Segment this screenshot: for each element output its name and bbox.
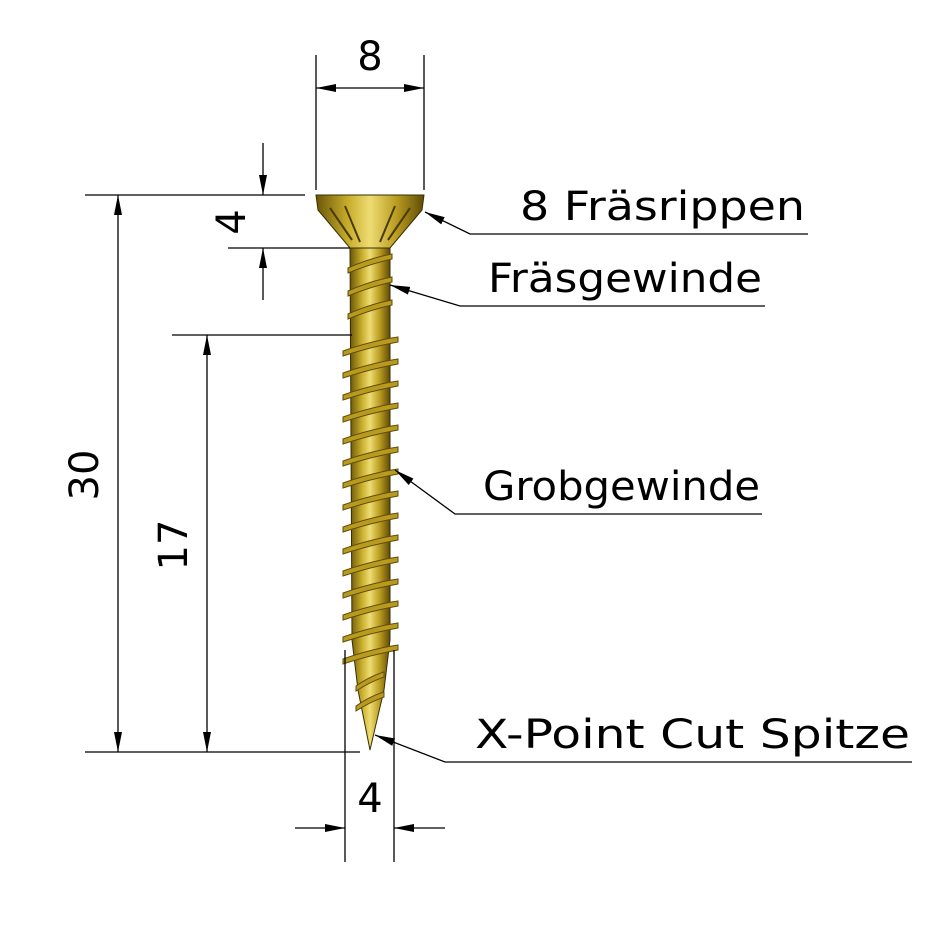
dimension-thread-length: 17 (151, 334, 352, 752)
dimension-head-diameter: 8 (315, 34, 425, 190)
head-ribs (329, 205, 411, 243)
label-tip: X-Point Cut Spitze (475, 712, 910, 758)
thread-ridge (347, 276, 393, 297)
thread-ridge (342, 534, 399, 555)
dimension-head-height: 4 (85, 143, 350, 300)
thread-ridge (342, 424, 399, 445)
thread-ridge (342, 402, 399, 423)
thread-ridges (342, 253, 399, 712)
thread-ridge (342, 512, 399, 533)
thread-ridge (342, 644, 399, 665)
thread-ridge (342, 556, 399, 577)
thread-ridge (342, 578, 399, 599)
dimension-total-length: 30 (62, 195, 360, 753)
thread-ridge (347, 299, 393, 320)
callout-coarse-thread: Grobgewinde (394, 464, 762, 515)
thread-ridge (342, 622, 399, 643)
label-milling-thread: Fräsgewinde (488, 256, 762, 302)
screw (315, 194, 425, 751)
thread-ridge (342, 336, 399, 357)
thread-diameter-value: 4 (357, 776, 382, 822)
callout-milling-thread: Fräsgewinde (389, 256, 765, 307)
thread-ridge (355, 691, 385, 712)
thread-ridge (342, 358, 399, 379)
callout-tip: X-Point Cut Spitze (374, 712, 912, 763)
screw-head (315, 194, 425, 249)
thread-ridge (355, 671, 385, 692)
label-coarse-thread: Grobgewinde (483, 464, 760, 510)
dimension-thread-diameter: 4 (295, 650, 445, 862)
head-height-value: 4 (209, 209, 255, 234)
thread-ridge (342, 600, 399, 621)
thread-ridge (342, 446, 399, 467)
thread-ridge (342, 490, 399, 511)
thread-ridge (342, 380, 399, 401)
head-diameter-value: 8 (357, 34, 382, 80)
label-head-ribs: 8 Fräsrippen (520, 184, 805, 230)
total-length-value: 30 (62, 450, 108, 501)
callout-head-ribs: 8 Fräsrippen (424, 184, 808, 235)
thread-ridge (347, 253, 393, 274)
thread-length-value: 17 (151, 520, 197, 571)
